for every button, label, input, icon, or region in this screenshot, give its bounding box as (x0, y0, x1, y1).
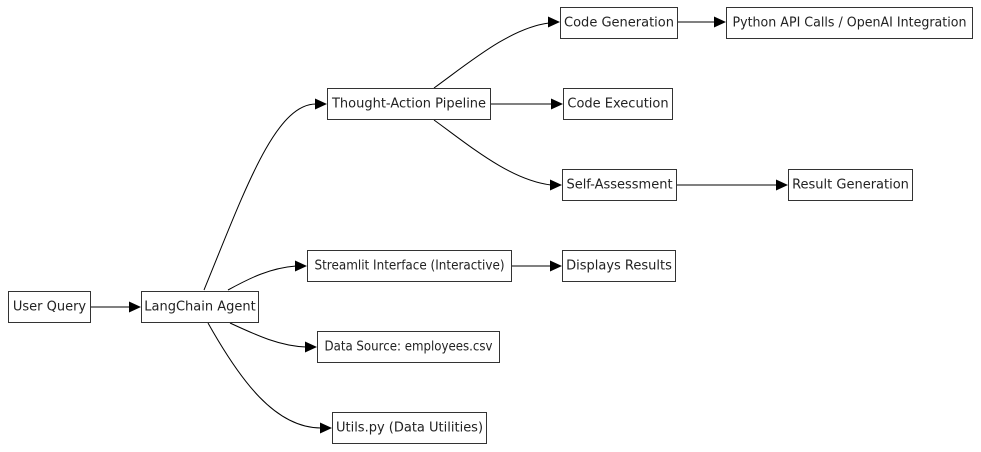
edge-langchain-agent-to-streamlit (227, 265, 297, 291)
node-utils-label: Utils.py (Data Utilities) (336, 421, 483, 436)
node-user-query-label: User Query (13, 300, 87, 315)
node-code-generation: Code Generation (560, 7, 678, 39)
arrowhead-data-source (305, 341, 317, 353)
node-result-generation-label: Result Generation (792, 178, 909, 193)
node-displays-results-label: Displays Results (566, 259, 672, 274)
node-self-assessment-label: Self-Assessment (566, 178, 672, 193)
edges (90, 16, 788, 434)
arrowhead-displays-results (550, 260, 562, 272)
arrowhead-self-assessment (550, 179, 562, 191)
arrowhead-result-generation (776, 179, 788, 191)
edge-thought-action-to-code-generation (433, 22, 550, 89)
node-user-query: User Query (8, 291, 91, 323)
node-code-generation-label: Code Generation (564, 16, 674, 31)
node-langchain-agent: LangChain Agent (141, 291, 259, 323)
node-displays-results: Displays Results (562, 250, 676, 282)
edge-thought-action-to-self-assessment (433, 119, 552, 186)
arrowhead-python-api (714, 16, 726, 28)
arrowhead-langchain-agent-from-user-query (129, 301, 141, 313)
arrowhead-code-execution (551, 98, 563, 110)
node-data-source: Data Source: employees.csv (317, 331, 500, 363)
node-self-assessment: Self-Assessment (562, 169, 677, 201)
edge-langchain-agent-to-data-source (229, 322, 307, 348)
node-langchain-agent-label: LangChain Agent (144, 300, 255, 315)
node-streamlit-interface-label: Streamlit Interface (Interactive) (315, 259, 505, 274)
node-thought-action-pipeline: Thought-Action Pipeline (327, 88, 491, 120)
edge-langchain-agent-to-utils (207, 322, 322, 429)
node-code-execution: Code Execution (563, 88, 673, 120)
node-python-api-calls-label: Python API Calls / OpenAI Integration (733, 16, 967, 31)
node-result-generation: Result Generation (788, 169, 913, 201)
node-thought-action-pipeline-label: Thought-Action Pipeline (331, 97, 486, 112)
nodes: User Query LangChain Agent Thought-Actio… (8, 7, 973, 444)
node-streamlit-interface: Streamlit Interface (Interactive) (307, 250, 512, 282)
node-python-api-calls: Python API Calls / OpenAI Integration (726, 7, 973, 39)
arrowhead-code-generation (548, 16, 560, 28)
arrowhead-streamlit (295, 260, 307, 272)
node-utils: Utils.py (Data Utilities) (332, 412, 487, 444)
arrowhead-utils (320, 422, 332, 434)
node-code-execution-label: Code Execution (567, 97, 668, 112)
node-data-source-label: Data Source: employees.csv (325, 340, 493, 355)
edge-langchain-agent-to-thought-action (203, 103, 317, 291)
arrowhead-thought-action (315, 98, 327, 110)
